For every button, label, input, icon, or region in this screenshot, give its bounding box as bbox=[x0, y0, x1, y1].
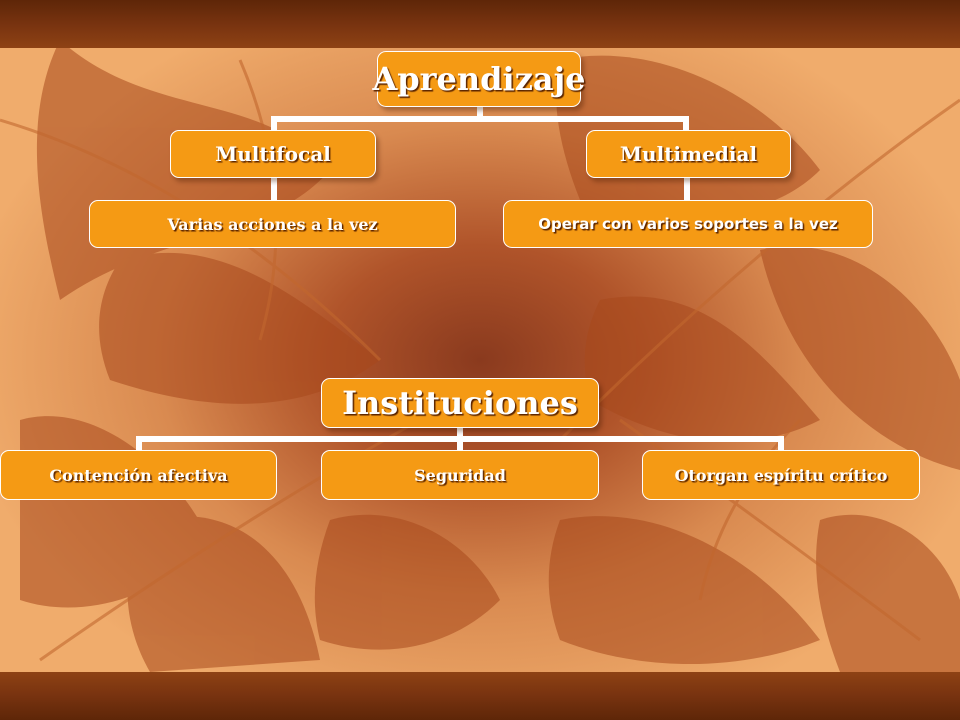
node-otorgan-espiritu-critico: Otorgan espíritu crítico bbox=[642, 450, 920, 500]
connector bbox=[684, 176, 690, 202]
node-multimedial: Multimedial bbox=[586, 130, 791, 178]
node-operar-soportes: Operar con varios soportes a la vez bbox=[503, 200, 873, 248]
node-contencion-afectiva: Contención afectiva bbox=[0, 450, 277, 500]
connector bbox=[477, 106, 483, 118]
connector bbox=[778, 436, 784, 452]
connector bbox=[457, 426, 463, 438]
node-instituciones: Instituciones bbox=[321, 378, 599, 428]
connector bbox=[683, 116, 689, 132]
connector bbox=[271, 116, 689, 122]
connector bbox=[271, 116, 277, 132]
connector bbox=[457, 436, 463, 452]
connector bbox=[136, 436, 142, 452]
top-band bbox=[0, 0, 960, 48]
node-seguridad: Seguridad bbox=[321, 450, 599, 500]
connector bbox=[271, 176, 277, 202]
node-multifocal: Multifocal bbox=[170, 130, 376, 178]
node-varias-acciones: Varias acciones a la vez bbox=[89, 200, 456, 248]
node-aprendizaje: Aprendizaje bbox=[372, 51, 586, 107]
bottom-band bbox=[0, 672, 960, 720]
